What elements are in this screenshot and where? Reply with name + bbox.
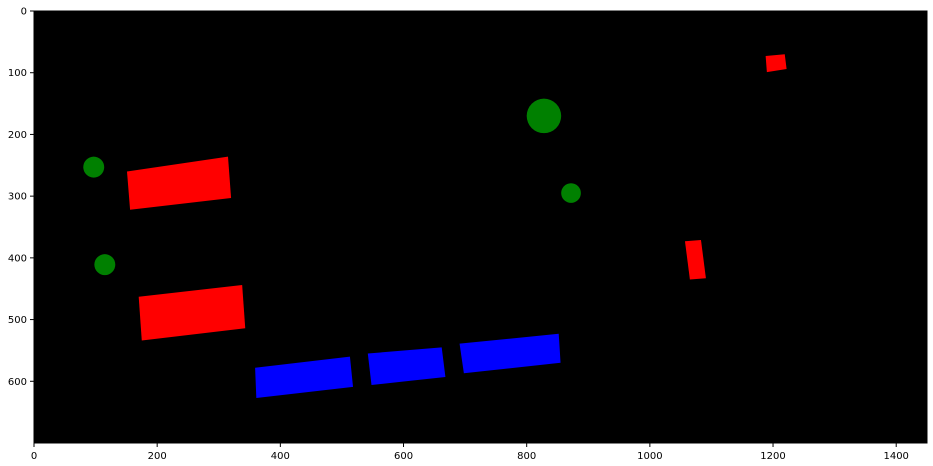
- y-tick-label: 100: [8, 68, 27, 79]
- y-axis: 0 100 200 300 400 500 600: [8, 7, 34, 388]
- y-tick-label: 300: [8, 192, 27, 203]
- blue-object-5: [367, 347, 446, 385]
- y-tick-label: 500: [8, 315, 27, 326]
- blue-object-6: [459, 333, 561, 374]
- green-object-9: [526, 98, 562, 134]
- x-axis: 0 200 400 600 800 1000 1200 1400: [31, 443, 909, 462]
- y-tick-label: 200: [8, 130, 27, 141]
- red-object-3: [684, 239, 706, 280]
- y-tick-label: 600: [8, 377, 27, 388]
- x-tick-label: 1000: [637, 451, 662, 462]
- x-tick-label: 600: [394, 451, 413, 462]
- plot-area: [34, 11, 927, 443]
- x-tick-label: 1200: [760, 451, 785, 462]
- x-tick-label: 0: [31, 451, 37, 462]
- x-tick-label: 800: [517, 451, 536, 462]
- green-object-7: [83, 156, 105, 178]
- red-object-0: [126, 156, 232, 210]
- mask-objects: [83, 54, 787, 398]
- x-tick-label: 1400: [883, 451, 908, 462]
- x-tick-label: 400: [271, 451, 290, 462]
- red-object-1: [138, 285, 246, 341]
- red-object-2: [765, 54, 787, 73]
- axes-frame: [33, 10, 928, 444]
- green-object-10: [561, 183, 581, 203]
- green-object-8: [94, 254, 116, 276]
- y-tick-label: 0: [21, 7, 27, 18]
- y-tick-label: 400: [8, 253, 27, 264]
- blue-object-4: [255, 356, 354, 398]
- x-tick-label: 200: [148, 451, 167, 462]
